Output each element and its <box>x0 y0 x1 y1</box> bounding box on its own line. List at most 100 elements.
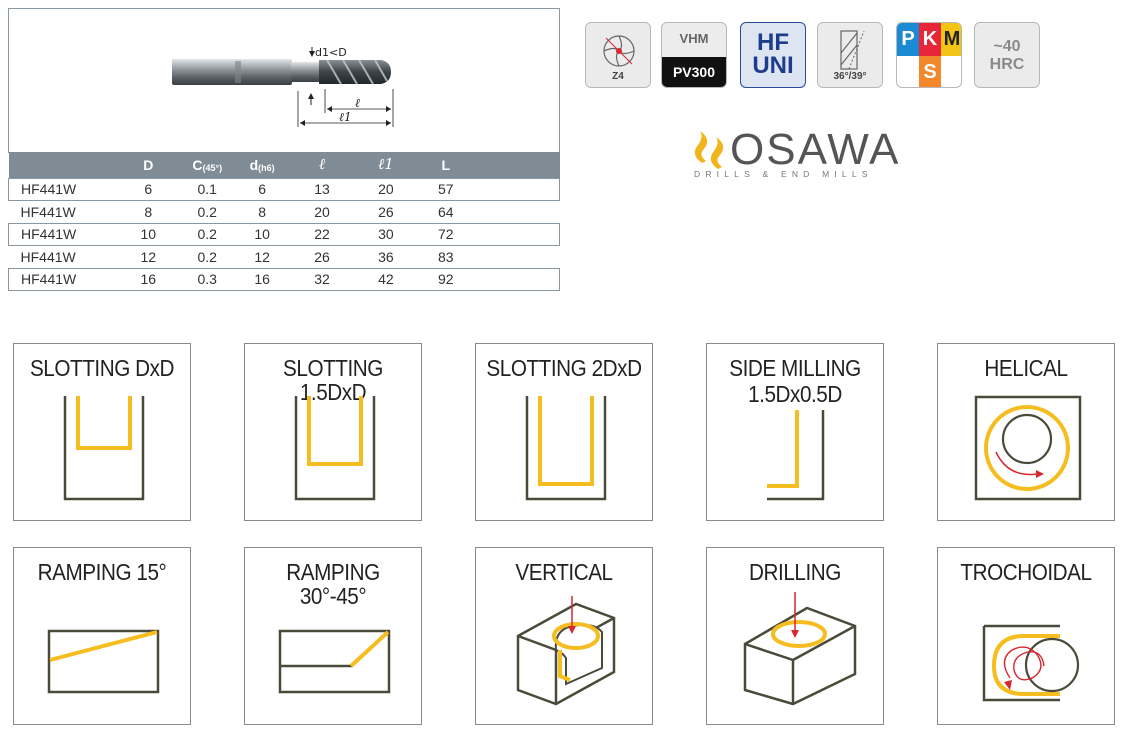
table-row: HF441W 12 0.2 12 26 36 83 <box>9 246 560 269</box>
cell-flute-length: 13 <box>288 177 356 201</box>
helical-icon <box>974 395 1082 501</box>
end-mill-drawing: d1<D ℓ ℓ1 <box>172 46 394 127</box>
table-row: HF441W 6 0.1 6 13 20 57 <box>8 177 560 201</box>
ramping-30-45-icon <box>278 629 391 694</box>
cell-model: HF441W <box>8 267 119 291</box>
cell-diameter: 8 <box>144 203 153 220</box>
cell-spacer <box>476 246 560 269</box>
cell-spacer <box>475 267 560 291</box>
table-header-row: D C(45°) d(h6) ℓ ℓ1 L <box>8 152 560 178</box>
header-flute-length: ℓ <box>288 152 356 178</box>
cell-diameter: 12 <box>140 248 157 265</box>
hardness-badge: ~40 HRC <box>974 22 1040 88</box>
cell-reach-length: 26 <box>378 203 394 220</box>
osawa-logo-icon <box>694 131 724 169</box>
osawa-logo: OSAWA DRILLS & END MILLS <box>690 125 910 185</box>
operation-card-slotting-2dxd: SLOTTING 2DxD <box>475 343 653 521</box>
logo-word: OSAWA <box>730 125 901 174</box>
cell-shank: 10 <box>236 222 289 246</box>
cell-shank: 8 <box>258 203 267 220</box>
cell-reach-length: 42 <box>355 267 416 291</box>
header-model <box>8 152 119 178</box>
slotting-2dxd-icon <box>525 396 607 501</box>
diameter-label: d1<D <box>315 46 347 59</box>
operation-card-side-milling: SIDE MILLING 1.5Dx0.5D <box>706 343 884 521</box>
cell-reach-length: 30 <box>355 222 416 246</box>
dimension-table: D C(45°) d(h6) ℓ ℓ1 L HF441W 6 0.1 6 13 … <box>8 152 560 291</box>
four-flute-icon <box>603 35 635 67</box>
operation-title: SLOTTING DxD <box>29 355 175 381</box>
tool-diagram-panel: d1<D ℓ ℓ1 <box>8 8 560 153</box>
cell-shank: 12 <box>254 248 270 265</box>
cell-shank: 6 <box>236 177 289 201</box>
material-p-tile <box>897 23 919 56</box>
header-diameter: D <box>118 152 179 178</box>
cell-reach-length: 36 <box>378 248 394 265</box>
table-row: HF441W 10 0.2 10 22 30 72 <box>8 222 560 246</box>
cell-flute-length: 20 <box>314 203 330 220</box>
operation-card-vertical: VERTICAL <box>475 547 653 725</box>
slotting-1-5dxd-icon <box>294 396 376 501</box>
slotting-dxd-icon <box>63 396 145 501</box>
trochoidal-icon <box>982 624 1080 702</box>
ramping-15-icon <box>47 629 160 694</box>
flute-length-label: ℓ <box>355 96 360 110</box>
workpiece-material-badge: P K M S <box>896 22 962 88</box>
drilling-icon <box>743 592 857 706</box>
cell-overall-length: 57 <box>415 177 476 201</box>
operation-title: SIDE MILLING <box>729 355 861 381</box>
cell-chamfer: 0.3 <box>178 267 237 291</box>
material-m-tile <box>941 23 961 56</box>
header-reach-length: ℓ1 <box>355 152 416 178</box>
operation-title: TROCHOIDAL <box>960 559 1092 585</box>
material-k-tile <box>919 23 941 56</box>
cell-reach-length: 20 <box>355 177 416 201</box>
cell-model: HF441W <box>8 177 119 201</box>
cell-diameter: 6 <box>118 177 179 201</box>
hardness-value: ~40 <box>993 38 1021 55</box>
operation-title: SLOTTING 1.5DxD <box>283 355 383 405</box>
operation-card-helical: HELICAL <box>937 343 1115 521</box>
operation-subtitle: 1.5Dx0.5D <box>748 381 842 407</box>
cell-model: HF441W <box>8 222 119 246</box>
hardness-unit: HRC <box>989 56 1025 73</box>
table-row: HF441W 8 0.2 8 20 26 64 <box>9 201 560 224</box>
header-chamfer: C(45°) <box>178 152 237 178</box>
cell-diameter: 10 <box>118 222 179 246</box>
material-k-label: K <box>922 28 938 50</box>
cell-diameter: 16 <box>118 267 179 291</box>
cell-spacer <box>475 222 560 246</box>
table-row: HF441W 16 0.3 16 32 42 92 <box>8 267 560 291</box>
geometry-line2: UNI <box>752 52 794 79</box>
material-s-label: S <box>923 61 937 83</box>
cell-shank: 16 <box>236 267 289 291</box>
header-shank-diameter: d(h6) <box>236 152 289 178</box>
cell-model: HF441W <box>20 248 76 265</box>
material-p-label: P <box>901 28 915 50</box>
flute-count-badge: Z4 <box>585 22 651 88</box>
material-m-label: M <box>943 28 961 50</box>
operation-title: HELICAL <box>984 355 1068 381</box>
operation-card-ramping-30-45: RAMPING 30°-45° <box>244 547 422 725</box>
geometry-badge: HF UNI <box>740 22 806 88</box>
flute-count-label: Z4 <box>612 71 624 82</box>
material-s-tile <box>919 56 941 87</box>
material-grade-label: VHM <box>679 31 709 46</box>
cell-spacer <box>475 177 560 201</box>
cell-chamfer: 0.1 <box>178 177 237 201</box>
helix-angle-badge: 36°/39° <box>817 22 883 88</box>
side-milling-icon <box>767 410 825 501</box>
helix-angle-icon <box>840 30 865 70</box>
coating-label: PV300 <box>672 64 716 80</box>
cell-overall-length: 72 <box>415 222 476 246</box>
operation-title: VERTICAL <box>515 559 613 585</box>
header-overall-length: L <box>415 152 476 178</box>
helix-angle-label: 36°/39° <box>833 71 867 82</box>
operation-card-slotting-1-5dxd: SLOTTING 1.5DxD <box>244 343 422 521</box>
operation-title: RAMPING 30°-45° <box>286 559 380 609</box>
cell-overall-length: 83 <box>437 248 454 265</box>
operation-card-trochoidal: TROCHOIDAL <box>937 547 1115 725</box>
cell-spacer <box>476 201 560 224</box>
geometry-line1: HF <box>757 29 789 56</box>
header-spacer <box>475 152 560 178</box>
